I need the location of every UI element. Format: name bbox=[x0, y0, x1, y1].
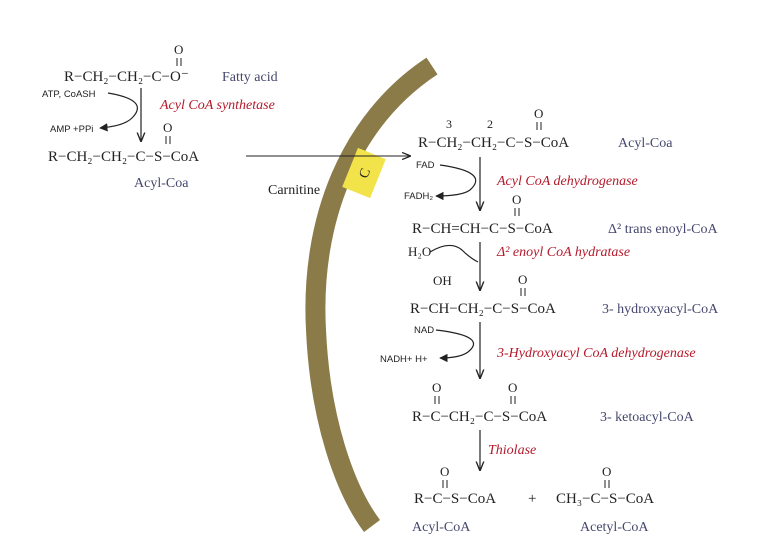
enoyl-coa-oxygen: O bbox=[512, 192, 521, 207]
cofactor-curve-arrow bbox=[99, 92, 138, 132]
ketoacyl-coa-formula: R−C−CH₂−C−S−CoA bbox=[412, 409, 547, 425]
ketoacyl-coa-oxygen-1: O bbox=[432, 380, 441, 395]
plus-sign: + bbox=[528, 491, 536, 507]
hydroxyacyl-coa-oxygen: O bbox=[518, 272, 527, 287]
acyl-coa-cytosol-name: Acyl-Coa bbox=[134, 176, 189, 191]
ketoacyl-coa-name: 3- ketoacyl-CoA bbox=[600, 410, 695, 425]
hydroxyacyl-dehydrogenase-label: 3-Hydroxyacyl CoA dehydrogenase bbox=[496, 346, 696, 361]
acyl-coa-cytosol-formula: R−CH₂−CH₂−C−S−CoA bbox=[48, 149, 199, 165]
enoyl-coa-name: Δ² trans enoyl-CoA bbox=[608, 222, 719, 237]
fatty-acid-oxygen: O bbox=[174, 42, 183, 57]
acyl-coa-dehydrogenase-label: Acyl CoA dehydrogenase bbox=[496, 174, 638, 189]
enoyl-coa-formula: R−CH=CH−C−S−CoA bbox=[412, 221, 553, 237]
acyl-coa-matrix-oxygen: O bbox=[534, 106, 543, 121]
fadh2-label: FADH₂ bbox=[404, 191, 433, 202]
product-acyl-coa-formula: R−C−S−CoA bbox=[414, 491, 496, 507]
acyl-coa-cytosol-oxygen: O bbox=[163, 120, 172, 135]
acyl-coa-synthetase-label: Acyl CoA synthetase bbox=[159, 98, 275, 113]
nad-curve-arrow bbox=[435, 329, 474, 363]
water-label: H₂O bbox=[408, 244, 431, 259]
atp-coash-label: ATP, CoASH bbox=[42, 89, 96, 100]
carbon-number-2: 2 bbox=[487, 117, 493, 131]
acyl-coa-matrix-name: Acyl-Coa bbox=[618, 136, 673, 151]
product-acyl-coa-name: Acyl-CoA bbox=[412, 520, 471, 535]
amp-ppi-label: AMP +PPi bbox=[50, 124, 93, 135]
product-acetyl-coa-name: Acetyl-CoA bbox=[580, 520, 649, 535]
carnitine-label: Carnitine bbox=[268, 183, 320, 198]
product-acyl-coa-oxygen: O bbox=[440, 464, 449, 479]
fad-label: FAD bbox=[416, 160, 435, 171]
acyl-coa-matrix-formula: R−CH₂−CH₂−C−S−CoA bbox=[418, 135, 569, 151]
ketoacyl-coa-oxygen-2: O bbox=[508, 380, 517, 395]
carnitine-carrier: C bbox=[342, 147, 386, 199]
hydroxyacyl-coa-formula: R−CH−CH₂−C−S−CoA bbox=[410, 301, 556, 317]
carbon-number-3: 3 bbox=[446, 117, 452, 131]
hydroxyl-group: OH bbox=[433, 273, 452, 288]
nadh-label: NADH+ H+ bbox=[380, 354, 428, 365]
nad-label: NAD bbox=[414, 325, 434, 336]
mitochondrial-membrane-arc bbox=[305, 57, 438, 532]
fatty-acid-name: Fatty acid bbox=[222, 70, 278, 85]
fatty-acid-formula: R−CH₂−CH₂−C−O⁻ bbox=[64, 69, 189, 85]
fad-curve-arrow bbox=[435, 164, 477, 201]
hydroxyacyl-coa-name: 3- hydroxyacyl-CoA bbox=[602, 302, 719, 317]
product-acetyl-coa-oxygen: O bbox=[602, 464, 611, 479]
product-acetyl-coa-formula: CH₃−C−S−CoA bbox=[556, 491, 654, 507]
thiolase-label: Thiolase bbox=[488, 443, 536, 458]
water-curve bbox=[429, 244, 479, 263]
enoyl-coa-hydratase-label: Δ² enoyl CoA hydratase bbox=[496, 245, 630, 260]
